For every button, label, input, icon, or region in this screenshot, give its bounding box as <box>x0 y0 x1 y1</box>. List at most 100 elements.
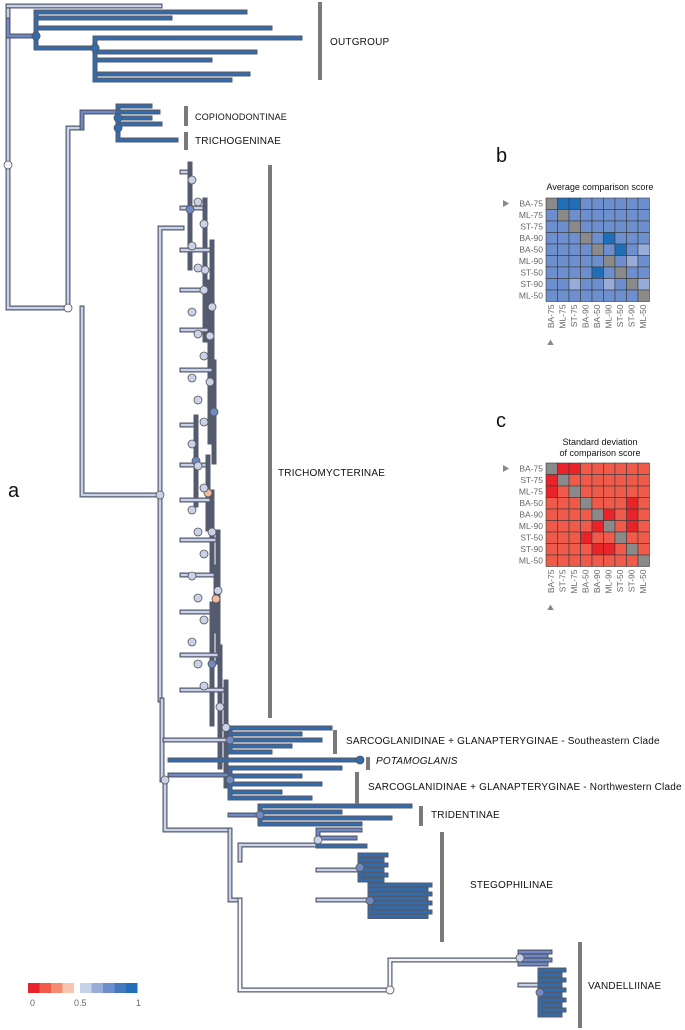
legend-swatch <box>114 983 126 993</box>
matrix-c-cell <box>557 485 570 498</box>
matrix-c-cell <box>557 554 570 567</box>
tree-node <box>3 160 13 170</box>
tree-branch-outline <box>227 827 243 903</box>
matrix-b-row-label: ML-90 <box>519 256 543 266</box>
clade-label-copionodontinae: COPIONODONTINAE <box>195 112 288 122</box>
clade-bar-sarco-se <box>333 730 337 754</box>
matrix-b-cell <box>545 209 558 222</box>
tree-node <box>385 985 395 995</box>
tree-branch <box>6 163 70 310</box>
matrix-c-cell <box>568 462 581 475</box>
matrix-b-cell <box>580 243 593 256</box>
matrix-b-col-label: ML-75 <box>558 304 568 328</box>
matrix-b-cell <box>603 197 616 210</box>
matrix-c-cell <box>557 531 570 544</box>
legend-swatch <box>126 983 138 993</box>
matrix-b-cell <box>603 266 616 279</box>
tree-node <box>209 407 219 417</box>
tree-node <box>205 377 215 387</box>
tree-branch <box>80 110 120 130</box>
matrix-c-col-label: ST-50 <box>615 569 625 592</box>
matrix-c-cell <box>580 554 593 567</box>
matrix-b-cell <box>580 209 593 222</box>
matrix-b-cell <box>568 197 581 210</box>
tree-branch-outline <box>33 33 98 51</box>
matrix-c-cell <box>626 497 639 510</box>
clade-label-sarco-nw: SARCOGLANIDINAE + GLANAPTERYGINAE - Nort… <box>368 782 682 793</box>
matrix-b-col-label: ML-50 <box>638 304 648 328</box>
tree-branch <box>34 10 247 38</box>
matrix-c-cell <box>603 520 616 533</box>
matrix-c-cell <box>637 497 650 510</box>
matrix-b-cell <box>580 232 593 245</box>
matrix-b-cell <box>557 197 570 210</box>
matrix-c-cell <box>626 531 639 544</box>
matrix-c-cell <box>626 462 639 475</box>
matrix-c-cell <box>568 508 581 521</box>
tree-node <box>187 505 197 515</box>
tree-node <box>199 549 209 559</box>
legend-swatch <box>91 983 103 993</box>
matrix-c-cell <box>626 543 639 556</box>
matrix-b-cell <box>557 232 570 245</box>
matrix-c-cell <box>614 508 627 521</box>
matrix-b-cell <box>580 220 593 233</box>
matrix-b-cell <box>637 278 650 291</box>
matrix-c-col-label: BA-50 <box>581 569 591 593</box>
matrix-c-row-label: ML-50 <box>519 556 543 566</box>
matrix-c-cell <box>568 531 581 544</box>
matrix-c-cell <box>591 497 604 510</box>
matrix-c-cell <box>568 543 581 556</box>
matrix-b-heatmap: BA-75ML-75ST-75BA-90BA-50ML-90ST-50ST-90… <box>503 197 650 345</box>
matrix-b-cell <box>637 197 650 210</box>
matrix-c-cell <box>545 554 558 567</box>
matrix-c-col-label: ML-90 <box>604 569 614 593</box>
clade-bar-vandelliinae <box>578 942 582 1028</box>
tree-node <box>31 31 41 41</box>
matrix-b-cell <box>637 243 650 256</box>
matrix-b-cell <box>591 220 604 233</box>
matrix-c-cell <box>626 474 639 487</box>
matrix-b-cell <box>591 278 604 291</box>
matrix-b-cell <box>568 243 581 256</box>
matrix-c-cell <box>557 474 570 487</box>
clade-bar-potamoglanis <box>366 757 370 770</box>
matrix-b-row-label: ST-50 <box>520 268 543 278</box>
matrix-b-title: Average comparison score <box>546 182 654 192</box>
matrix-c-cell <box>603 508 616 521</box>
matrix-b-cell <box>568 220 581 233</box>
matrix-c-cell <box>545 462 558 475</box>
clade-bar-trichomycterinae <box>268 165 272 718</box>
matrix-b-col-label: BA-50 <box>592 304 602 328</box>
panel-letter-b: b <box>496 145 508 167</box>
tree-node <box>225 775 235 785</box>
legend-swatch <box>28 983 40 993</box>
tree-node <box>187 373 197 383</box>
tree-node <box>215 702 225 712</box>
matrix-c-cell <box>557 543 570 556</box>
tree-branch <box>228 828 242 902</box>
matrix-c-cell <box>603 485 616 498</box>
tree-node <box>193 461 203 471</box>
tree-branch-outline <box>79 109 121 131</box>
matrix-b-col-label: ST-90 <box>627 304 637 327</box>
tree-node <box>313 835 323 845</box>
matrix-c-marker-col <box>547 604 554 610</box>
matrix-c-row-label: BA-75 <box>519 464 543 474</box>
clade-label-trichogeninae: TRICHOGENINAE <box>195 136 281 147</box>
tree-node <box>365 896 375 906</box>
matrix-c-col-label: ST-75 <box>558 569 568 592</box>
matrix-c-cell <box>614 531 627 544</box>
matrix-c-col-label: ST-90 <box>627 569 637 592</box>
matrix-b-cell <box>637 255 650 268</box>
matrix-b-cell <box>626 255 639 268</box>
matrix-c-cell <box>637 531 650 544</box>
tree-branch-outline <box>92 35 303 51</box>
matrix-c-title: Standard deviation of comparison score <box>559 437 641 458</box>
matrix-b-cell <box>614 209 627 222</box>
tree-node <box>211 594 221 604</box>
tree-branch-outline <box>5 162 71 311</box>
tree-node <box>113 123 123 133</box>
matrix-b-row-label: BA-75 <box>519 199 543 209</box>
